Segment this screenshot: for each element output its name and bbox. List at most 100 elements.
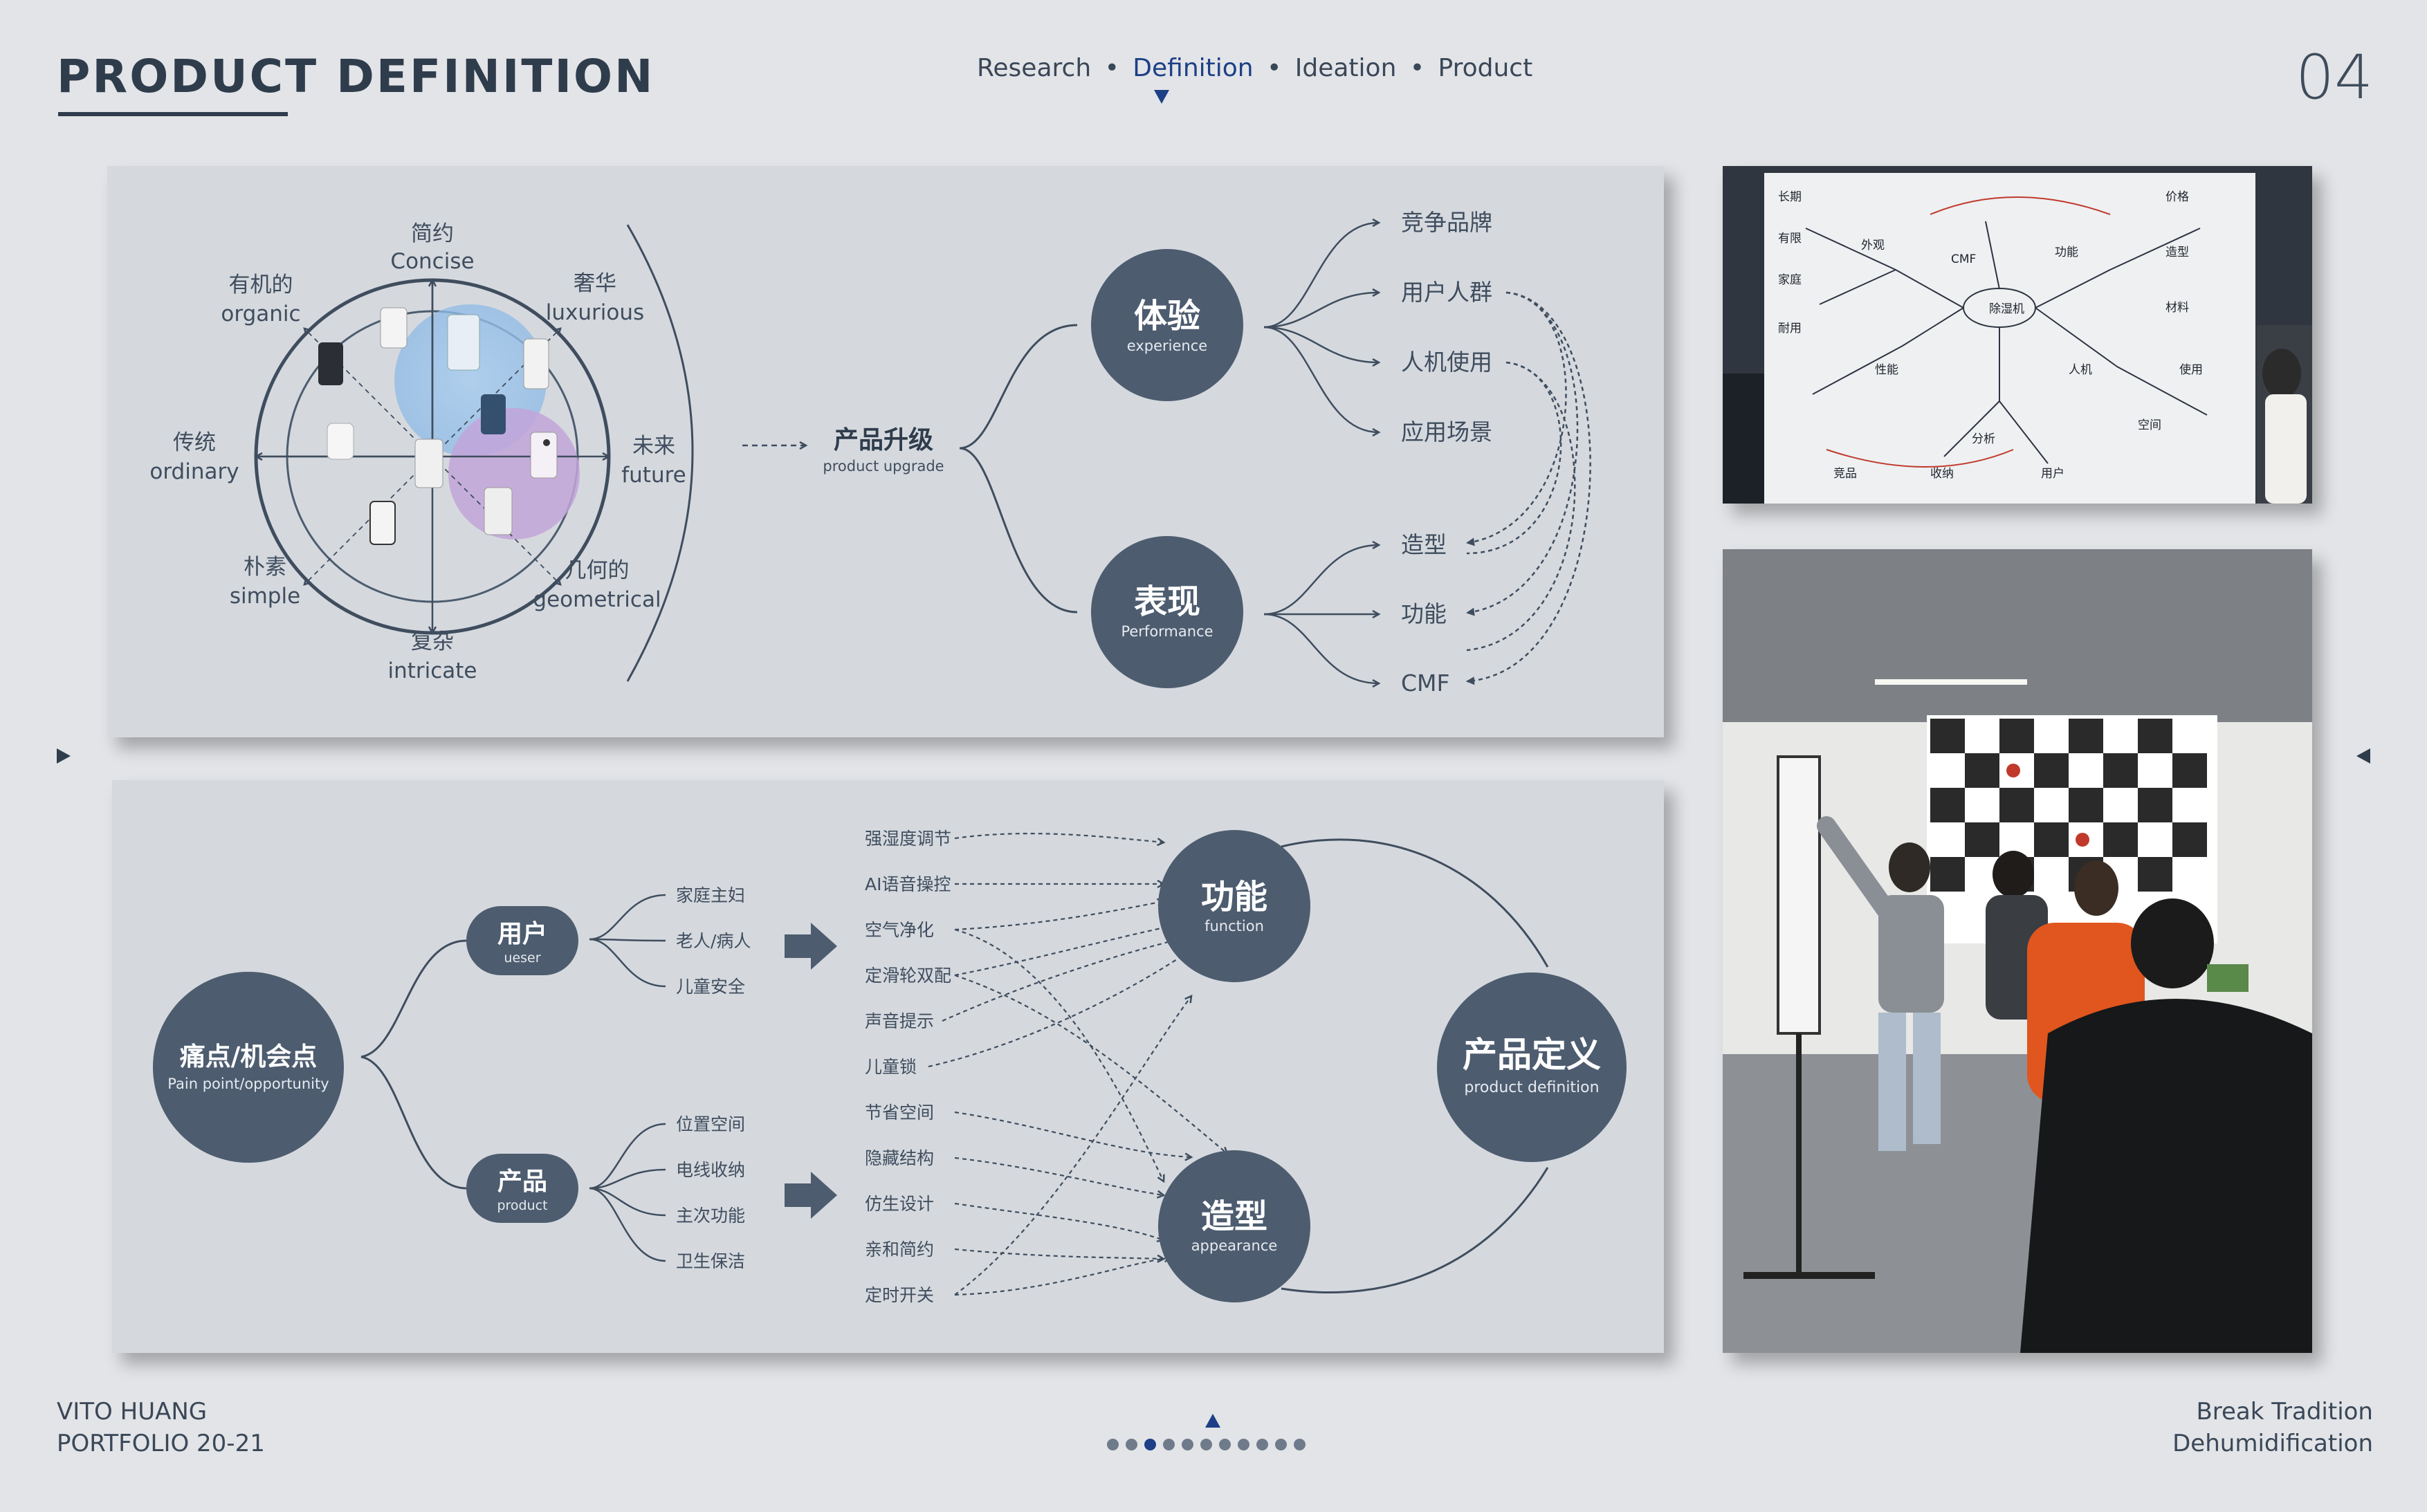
dehumidifier-icon [414,439,443,488]
exp-item-user-group: 用户人群 [1401,279,1492,306]
whiteboard-note: 性能 [1875,363,1898,377]
page-dot[interactable] [1163,1439,1175,1450]
feature-sound: 声音提示 [865,1011,934,1031]
sub-items: 家庭主妇 老人/病人 儿童安全 位置空间 电线收纳 主次功能 卫生保洁 [676,885,751,1271]
whiteboard-photo: 除湿机 长期 有限 家庭 耐用 CMF 外观 性能 功能 人机 价格 造型 材料… [1723,166,2312,504]
whiteboard-sketch: 除湿机 长期 有限 家庭 耐用 CMF 外观 性能 功能 人机 价格 造型 材料… [1723,166,2312,504]
function-node-zh: 功能 [1201,878,1267,916]
wheel-labels: 简约 Concise 奢华 luxurious 未来 future 几何的 ge… [149,221,686,683]
dehumidifier-icon [369,501,396,545]
wheel-label-left-en: ordinary [149,459,239,484]
whiteboard-note: 空间 [2138,418,2161,432]
feature-timer: 定时开关 [865,1285,934,1305]
team-discussion-scene [1723,549,2312,1353]
exp-item-ergonomics: 人机使用 [1401,349,1492,376]
pain-point-node-en: Pain point/opportunity [167,1076,329,1092]
page-dot[interactable] [1182,1439,1193,1450]
page-dots [1107,1439,1306,1450]
page-dot[interactable] [1294,1439,1306,1450]
dehumidifier-icon [484,487,513,535]
feature-friendly-simple: 亲和简约 [865,1239,934,1260]
dehumidifier-icon [523,338,549,389]
function-node-en: function [1205,918,1264,934]
product-item-hygiene: 卫生保洁 [676,1251,745,1271]
whiteboard-note: 外观 [1861,239,1885,252]
wheel-label-top-left-zh: 有机的 [229,273,293,297]
wheel-label-right-en: future [621,463,686,488]
feature-bionic: 仿生设计 [865,1194,934,1214]
whiteboard-note: 价格 [2165,190,2189,204]
whiteboard-center: 除湿机 [1989,302,2024,316]
exp-item-competitor: 竞争品牌 [1401,209,1492,236]
tagline-line-1: Break Tradition [2196,1398,2373,1426]
perf-item-shape: 造型 [1401,531,1447,558]
active-nav-indicator-icon [1154,90,1169,104]
feature-list: 强湿度调节 AI语音操控 空气净化 定滑轮双配 声音提示 儿童锁 节省空间 隐藏… [865,829,951,1305]
nav-ideation[interactable]: Ideation [1294,54,1397,82]
wheel-label-bottom-en: intricate [387,658,477,683]
whiteboard-note: 耐用 [1778,322,1802,335]
experience-items: 竞争品牌 用户人群 人机使用 应用场景 造型 功能 CMF [1401,209,1492,697]
flow-arrow-icon [785,923,837,970]
nav-product[interactable]: Product [1438,54,1533,82]
user-node-zh: 用户 [497,920,547,948]
nav-research[interactable]: Research [977,54,1092,82]
footer-author-block: VITO HUANG PORTFOLIO 20-21 [57,1396,265,1459]
wheel-label-top-en: Concise [390,249,474,274]
tagline-line-2: Dehumidification [2172,1430,2373,1457]
pain-point-node-zh: 痛点/机会点 [180,1042,318,1071]
section-nav: Research • Definition • Ideation • Produ… [977,54,1532,82]
current-page-indicator-icon [1205,1414,1220,1428]
prev-page-arrow-icon[interactable] [57,748,71,764]
page-number: 04 [2296,42,2373,113]
final-definition-node-zh: 产品定义 [1463,1035,1601,1075]
whiteboard-note: 分析 [1972,432,1995,446]
nav-separator: • [1409,54,1425,82]
whiteboard-note: 使用 [2179,362,2203,377]
page-dot[interactable] [1107,1439,1119,1450]
dehumidifier-icon [327,423,354,460]
page-title: PRODUCT DEFINITION [57,50,655,103]
wheel-label-top-zh: 简约 [411,221,454,246]
wheel-label-top-left-en: organic [221,302,300,326]
experience-node-en: experience [1127,338,1207,354]
wheel-label-bottom-left-zh: 朴素 [244,555,286,580]
whiteboard-note: 长期 [1778,190,1802,204]
whiteboard-note: 造型 [2165,246,2189,259]
user-item-elderly: 老人/病人 [676,931,751,951]
dehumidifier-icon [447,314,480,371]
feature-air-purify: 空气净化 [865,920,934,940]
nav-definition[interactable]: Definition [1133,54,1254,82]
page-dot[interactable] [1275,1439,1287,1450]
page-dot[interactable] [1200,1439,1212,1450]
wheel-label-bottom-zh: 复杂 [411,629,454,654]
whiteboard-note: 家庭 [1778,273,1802,287]
wheel-label-bottom-right-en: geometrical [533,587,661,612]
wheel-label-left-zh: 传统 [173,430,216,455]
whiteboard-note: 有限 [1778,232,1802,246]
nav-separator: • [1267,54,1282,82]
definition-diagram: 痛点/机会点 Pain point/opportunity 用户 ueser 产… [153,829,1627,1305]
page-dot[interactable] [1126,1439,1137,1450]
footer-tagline-block: Break Tradition Dehumidification [2172,1396,2373,1459]
page-dot[interactable] [1219,1439,1231,1450]
page-dot[interactable] [1238,1439,1249,1450]
whiteboard-note: 人机 [2069,363,2092,377]
feature-hidden-structure: 隐藏结构 [865,1148,934,1168]
portfolio-label: PORTFOLIO 20-21 [57,1430,265,1457]
wheel-label-bottom-right-zh: 几何的 [565,558,630,583]
dehumidifier-icon [380,307,407,349]
product-node-en: product [497,1198,547,1213]
upgrade-root-en: product upgrade [823,458,944,474]
author-name: VITO HUANG [57,1398,208,1426]
definition-panel: 痛点/机会点 Pain point/opportunity 用户 ueser 产… [112,780,1664,1353]
user-item-housewife: 家庭主妇 [676,885,745,905]
next-page-arrow-icon[interactable] [2356,748,2370,764]
title-underline [58,112,288,116]
appearance-node-zh: 造型 [1201,1197,1267,1236]
wheel-label-top-right-en: luxurious [546,300,644,325]
product-item-primary-function: 主次功能 [676,1206,745,1226]
page-dot-active[interactable] [1144,1439,1156,1450]
upgrade-panel: 简约 Concise 奢华 luxurious 未来 future 几何的 ge… [107,166,1664,737]
page-dot[interactable] [1256,1439,1268,1450]
